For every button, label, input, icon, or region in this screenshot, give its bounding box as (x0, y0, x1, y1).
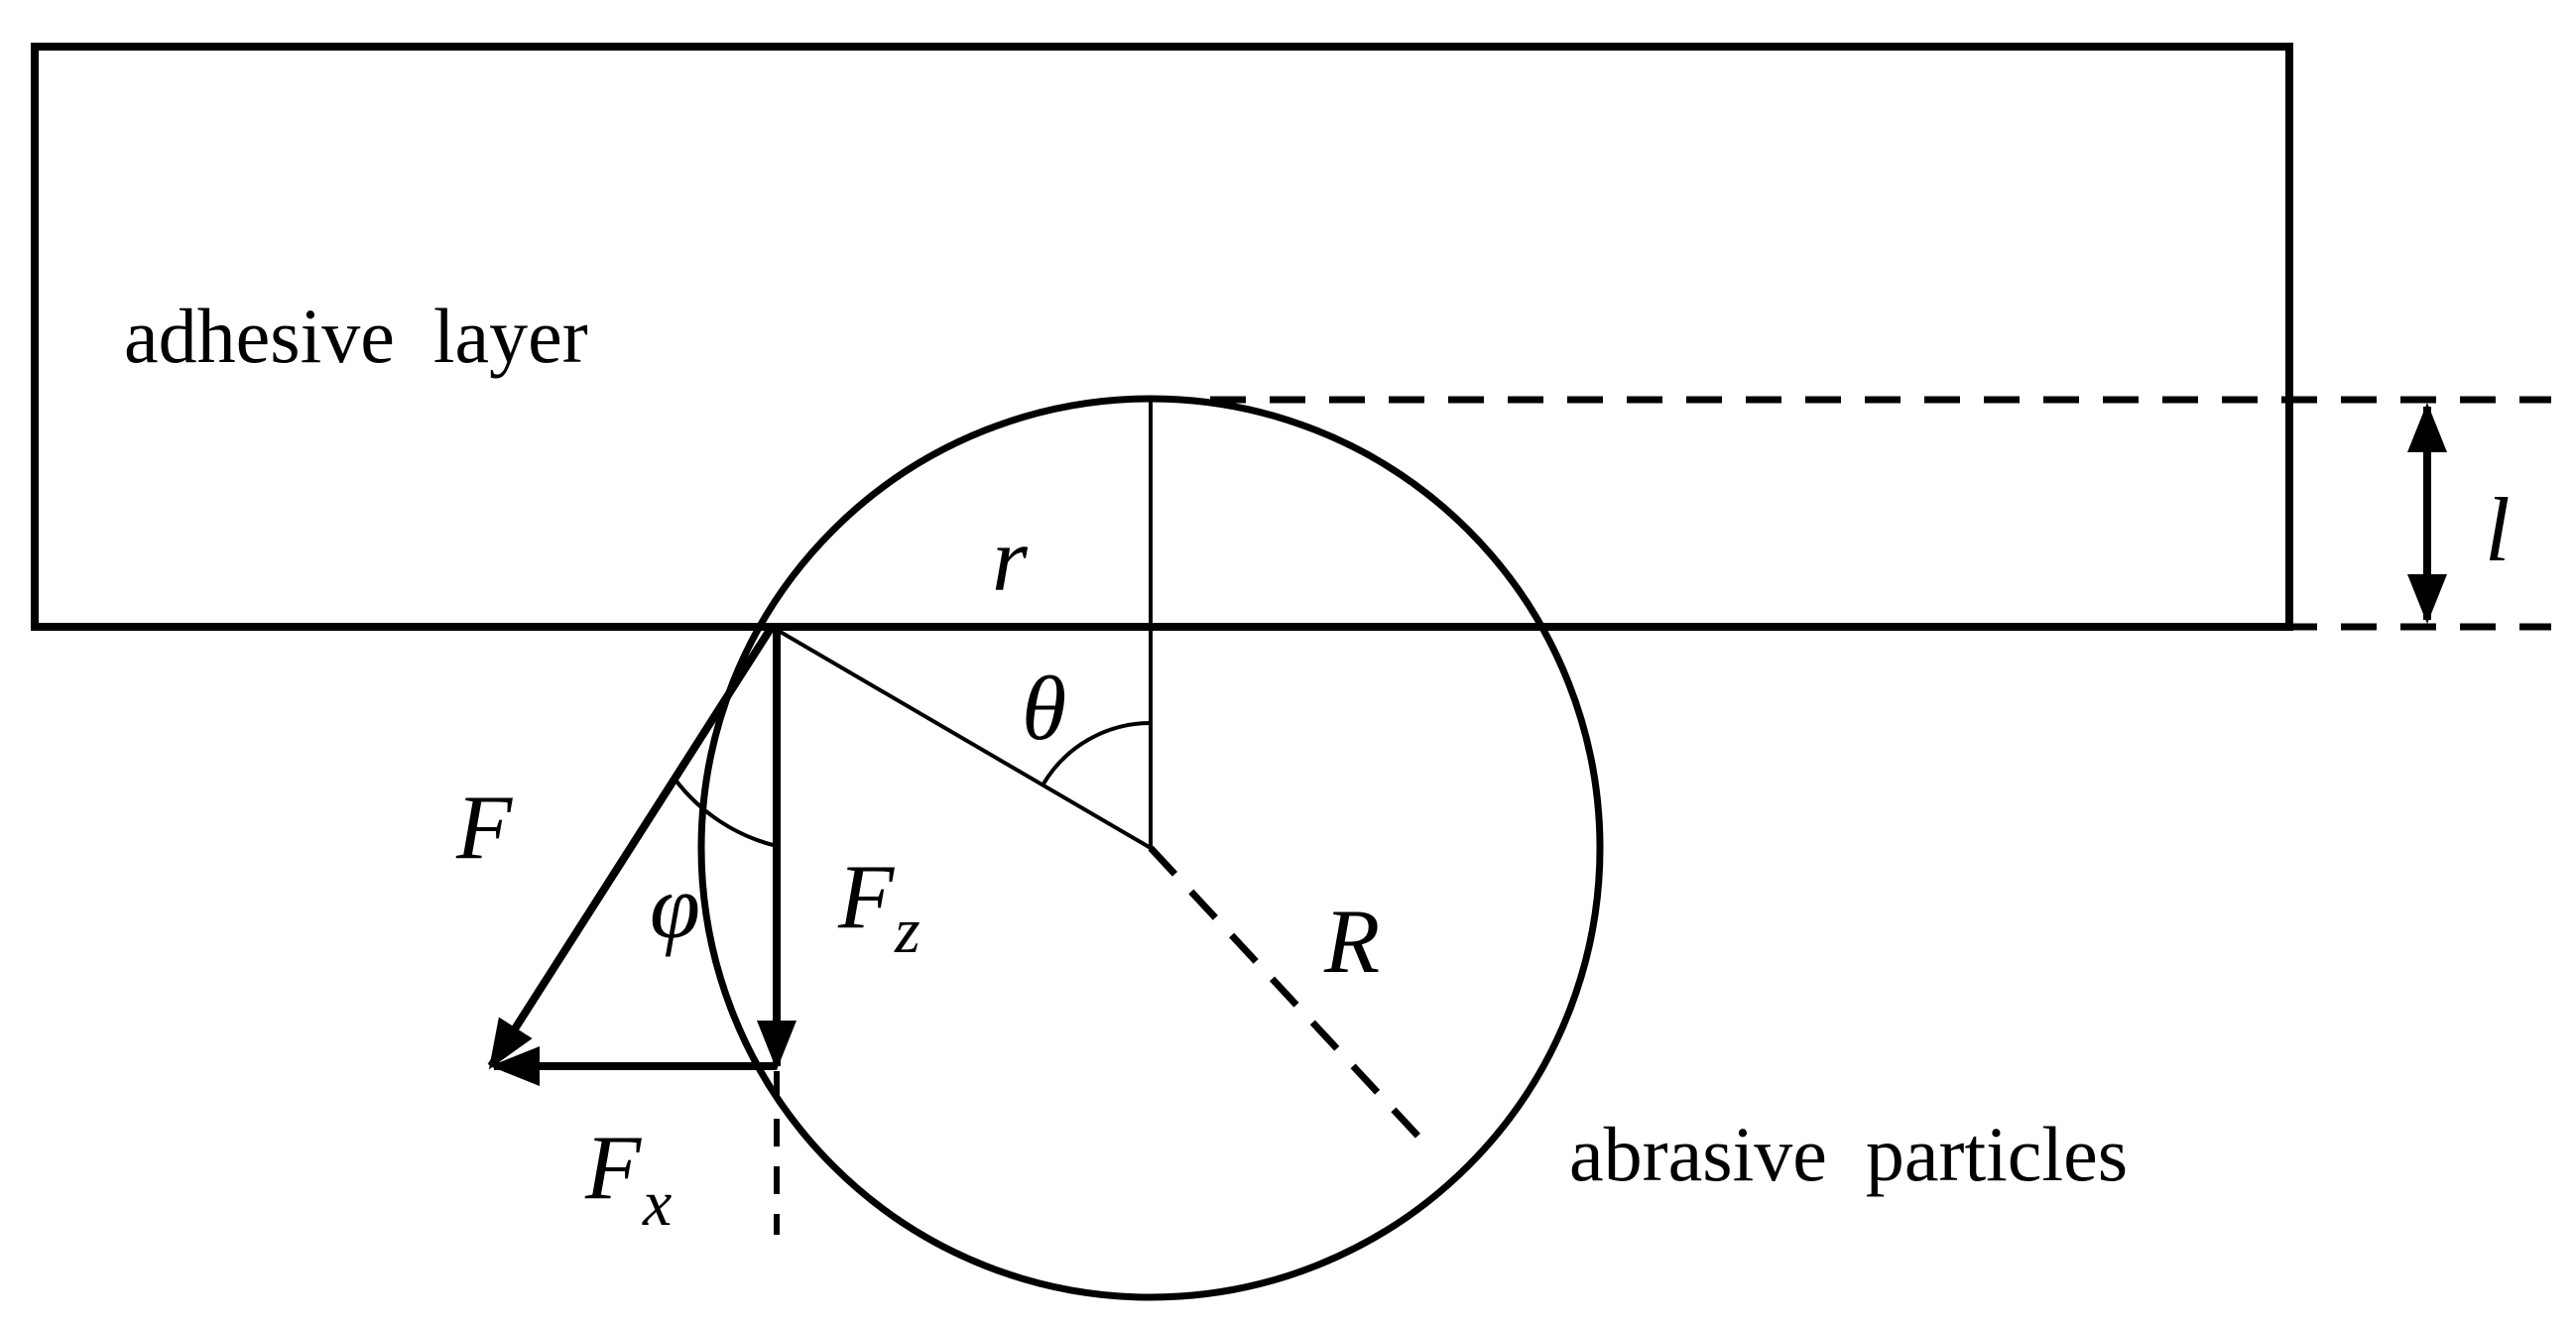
Fz-subscript: z (894, 895, 920, 967)
phi-arc (673, 777, 778, 848)
force-F-arrow (487, 624, 776, 1070)
R-label: R (1323, 891, 1380, 992)
abrasive-particle-circle (697, 395, 1604, 1301)
l-label: l (2485, 479, 2511, 580)
Fz-label: F (837, 846, 895, 947)
radius-R-dashed (1148, 845, 1423, 1142)
F-label: F (455, 777, 513, 878)
abrasive-particles-label: abrasive particles (1569, 1111, 2128, 1197)
Fx-label: F (584, 1117, 642, 1218)
adhesive-layer-label: adhesive layer (124, 293, 588, 379)
theta-arc (1041, 721, 1152, 787)
contact-to-center-line (770, 625, 1153, 850)
phi-label: φ (650, 856, 700, 957)
theta-label: θ (1022, 658, 1066, 759)
r-label: r (992, 509, 1029, 610)
Fx-subscript: x (642, 1167, 672, 1240)
